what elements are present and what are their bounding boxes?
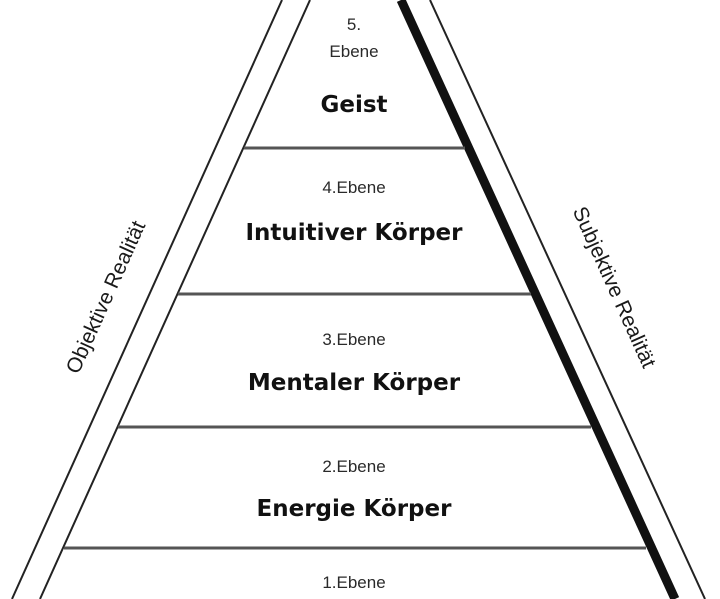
level-3-number: 3.Ebene: [322, 330, 385, 349]
level-5-ebene: Ebene: [329, 42, 378, 61]
level-5-number: 5.: [347, 15, 361, 34]
subjective-reality-label: Subjektive Realität: [568, 203, 660, 371]
objective-reality-label: Objektive Realität: [62, 217, 151, 377]
level-1-number: 1.Ebene: [322, 573, 385, 592]
inner-right-edge: [396, 0, 680, 599]
level-3-name: Mentaler Körper: [248, 370, 461, 396]
level-4-number: 4.Ebene: [322, 178, 385, 197]
level-2-number: 2.Ebene: [322, 457, 385, 476]
level-2-name: Energie Körper: [257, 496, 453, 522]
level-5-name: Geist: [320, 92, 387, 118]
inner-left-edge: [39, 0, 311, 599]
level-4-name: Intuitiver Körper: [246, 220, 464, 246]
outer-right-edge: [429, 0, 706, 599]
outer-left-edge: [11, 0, 283, 599]
